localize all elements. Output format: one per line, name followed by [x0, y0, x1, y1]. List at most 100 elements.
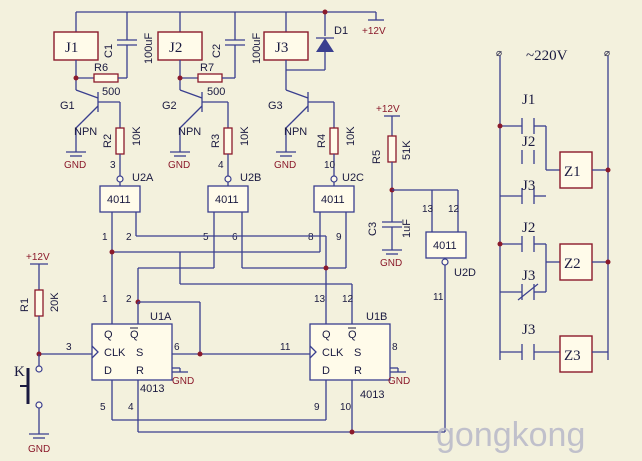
svg-text:4: 4 — [218, 160, 224, 171]
r7-name: R7 — [200, 62, 214, 74]
svg-text:⌀: ⌀ — [496, 48, 502, 59]
svg-text:J1: J1 — [522, 92, 535, 108]
transistor-g1: G1 NPN — [60, 89, 121, 152]
capacitor-c3: GND C3 1uF — [367, 187, 413, 269]
svg-text:U2D: U2D — [454, 267, 476, 279]
switch-k-label: K — [14, 364, 25, 380]
resistor-r1: +12V R1 20K 3 — [19, 252, 92, 357]
g1-label: G1 — [60, 100, 75, 112]
c1-value: 100uF — [143, 33, 155, 64]
svg-text:R: R — [354, 365, 362, 377]
r4-name: R4 — [316, 134, 328, 148]
svg-text:4013: 4013 — [140, 383, 164, 395]
svg-text:4011: 4011 — [107, 194, 131, 206]
relay-j1-label: J1 — [65, 40, 78, 56]
relay-j2-label: J2 — [169, 40, 182, 56]
r2-value: 10K — [131, 126, 143, 146]
relay-j1-coil: J1 — [53, 12, 99, 90]
svg-text:U2A: U2A — [132, 172, 154, 184]
gnd-g1: GND — [64, 151, 86, 171]
svg-text:Q: Q — [322, 329, 331, 341]
svg-text:12: 12 — [448, 204, 460, 215]
svg-text:3: 3 — [66, 342, 72, 353]
watermark-text: gongkong — [436, 416, 585, 454]
svg-text:R5: R5 — [371, 150, 383, 164]
gnd-g3: GND — [274, 151, 296, 171]
g3-type: NPN — [284, 126, 307, 138]
resistor-r4: R4 10K 10 — [316, 126, 357, 186]
svg-text:4013: 4013 — [360, 389, 384, 401]
svg-text:GND: GND — [172, 376, 194, 387]
mains-voltage: ~220V — [526, 48, 568, 64]
relay-j3-coil: J3 — [263, 12, 309, 90]
svg-text:51K: 51K — [401, 140, 413, 160]
svg-text:10: 10 — [340, 402, 352, 413]
resistor-r2: R2 10K 3 — [102, 126, 143, 186]
contact-row-1: J1 J2 J3 Z1 — [497, 92, 611, 204]
r6-name: R6 — [94, 62, 108, 74]
r4-value: 10K — [345, 126, 357, 146]
svg-text:5: 5 — [203, 232, 209, 243]
svg-text:C3: C3 — [367, 222, 379, 236]
svg-text:20K: 20K — [49, 292, 61, 312]
svg-text:13: 13 — [314, 294, 326, 305]
g1-type: NPN — [74, 126, 97, 138]
svg-text:8: 8 — [308, 232, 314, 243]
gnd-g2: GND — [168, 151, 190, 171]
svg-text:R1: R1 — [19, 298, 31, 312]
svg-text:1uF: 1uF — [401, 219, 413, 238]
svg-text:Q: Q — [130, 329, 139, 341]
svg-text:Q: Q — [104, 329, 113, 341]
svg-text:1: 1 — [102, 232, 108, 243]
resistor-r3: R3 10K 4 — [210, 126, 251, 186]
svg-text:Q: Q — [348, 329, 357, 341]
r6-value: 500 — [102, 86, 120, 98]
capacitor-c2: C2 100uF — [211, 12, 263, 78]
relay-j2-coil: J2 — [157, 12, 203, 90]
mains-section: ~220V ⌀ ⌀ J1 J2 J3 Z1 — [496, 48, 611, 373]
svg-text:GND: GND — [28, 444, 50, 455]
svg-text:12: 12 — [342, 294, 354, 305]
svg-text:4011: 4011 — [215, 194, 239, 206]
svg-text:J2: J2 — [522, 220, 535, 236]
svg-text:4: 4 — [128, 402, 134, 413]
svg-text:J3: J3 — [522, 178, 535, 194]
c2-value: 100uF — [251, 33, 263, 64]
vcc-label-top: +12V — [362, 26, 386, 37]
c2-name: C2 — [211, 44, 223, 58]
svg-text:+12V: +12V — [26, 252, 50, 263]
svg-text:R: R — [136, 365, 144, 377]
switch-k: GND K — [14, 354, 50, 455]
resistor-r5: +12V R5 51K — [371, 104, 413, 190]
capacitor-c1: C1 100uF — [103, 12, 155, 78]
contact-row-3: J3 Z3 — [500, 322, 608, 373]
svg-text:S: S — [354, 347, 361, 359]
svg-text:11: 11 — [280, 342, 291, 353]
svg-text:J3: J3 — [522, 322, 535, 338]
r2-name: R2 — [102, 134, 114, 148]
svg-text:9: 9 — [314, 402, 320, 413]
svg-text:GND: GND — [168, 160, 190, 171]
r3-name: R3 — [210, 134, 222, 148]
g2-type: NPN — [178, 126, 201, 138]
load-z1: Z1 — [564, 164, 581, 180]
r3-value: 10K — [239, 126, 251, 146]
svg-text:U1B: U1B — [366, 311, 387, 323]
svg-text:U1A: U1A — [150, 311, 172, 323]
svg-text:2: 2 — [126, 294, 132, 305]
svg-text:3: 3 — [110, 160, 116, 171]
svg-text:+12V: +12V — [376, 104, 400, 115]
svg-text:9: 9 — [336, 232, 342, 243]
svg-text:⌀: ⌀ — [604, 48, 610, 59]
svg-text:D: D — [322, 365, 330, 377]
flipflop-u1a: Q Q CLK S D R U1A 4013 1 2 11 GND 6 5 4 — [91, 294, 310, 432]
svg-text:J3: J3 — [522, 268, 535, 284]
flipflop-u1b: Q Q CLK S D R U1B 4013 13 12 GND 8 9 10 — [112, 294, 445, 435]
gate-u2a: 4011 U2A 1 2 — [99, 172, 154, 302]
svg-text:13: 13 — [422, 204, 434, 215]
svg-text:6: 6 — [174, 342, 180, 353]
load-z2: Z2 — [564, 256, 581, 272]
contact-row-2: J2 J3 Z2 — [497, 220, 611, 301]
svg-text:11: 11 — [433, 292, 444, 303]
svg-text:1: 1 — [102, 294, 108, 305]
